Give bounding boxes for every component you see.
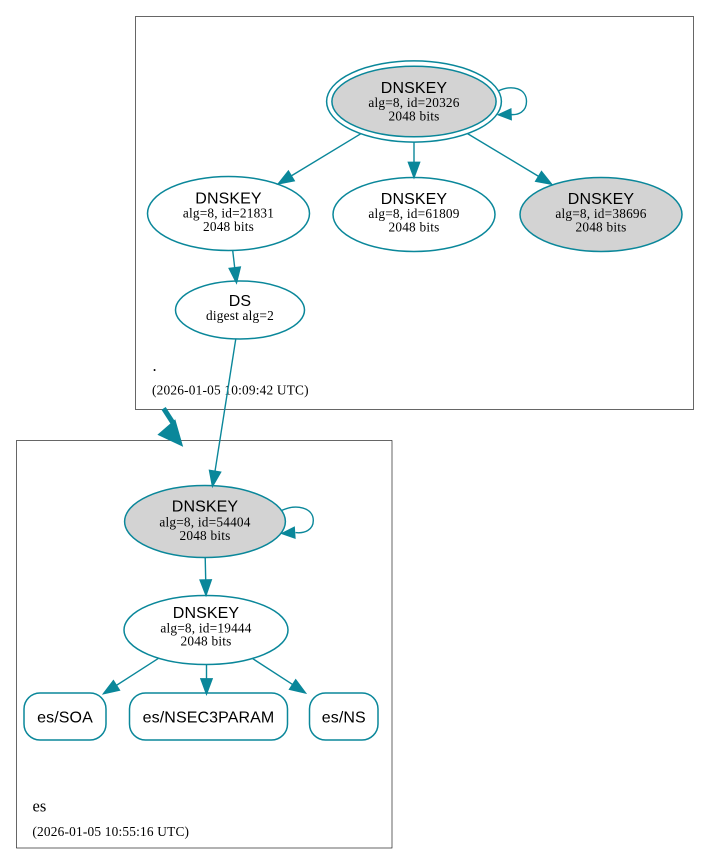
svg-text:es: es	[33, 796, 47, 815]
svg-text:alg=8, id=20326: alg=8, id=20326	[368, 95, 459, 110]
svg-text:DNSKEY: DNSKEY	[173, 605, 240, 622]
svg-text:2048 bits: 2048 bits	[179, 528, 230, 543]
svg-text:DNSKEY: DNSKEY	[381, 191, 448, 208]
svg-text:alg=8, id=38696: alg=8, id=38696	[555, 206, 646, 221]
svg-text:2048 bits: 2048 bits	[575, 219, 626, 234]
svg-text:es/SOA: es/SOA	[37, 710, 93, 727]
svg-text:DNSKEY: DNSKEY	[568, 191, 635, 208]
svg-text:(2026-01-05 10:55:16 UTC): (2026-01-05 10:55:16 UTC)	[32, 824, 189, 839]
svg-text:DNSKEY: DNSKEY	[381, 80, 448, 97]
svg-text:alg=8, id=19444: alg=8, id=19444	[160, 620, 251, 635]
svg-text:alg=8, id=21831: alg=8, id=21831	[183, 206, 274, 221]
svg-text:2048 bits: 2048 bits	[388, 219, 439, 234]
svg-text:DNSKEY: DNSKEY	[172, 499, 239, 516]
svg-text:2048 bits: 2048 bits	[203, 219, 254, 234]
svg-text:DNSKEY: DNSKEY	[195, 191, 262, 208]
svg-text:digest alg=2: digest alg=2	[206, 308, 274, 323]
svg-text:es/NS: es/NS	[322, 710, 366, 727]
svg-text:alg=8, id=61809: alg=8, id=61809	[368, 206, 459, 221]
svg-text:(2026-01-05 10:09:42 UTC): (2026-01-05 10:09:42 UTC)	[152, 383, 309, 398]
svg-text:DS: DS	[229, 293, 251, 310]
svg-text:.: .	[153, 356, 157, 375]
svg-text:alg=8, id=54404: alg=8, id=54404	[159, 514, 250, 529]
svg-text:2048 bits: 2048 bits	[180, 634, 231, 649]
svg-text:2048 bits: 2048 bits	[388, 108, 439, 123]
svg-text:es/NSEC3PARAM: es/NSEC3PARAM	[143, 710, 275, 727]
